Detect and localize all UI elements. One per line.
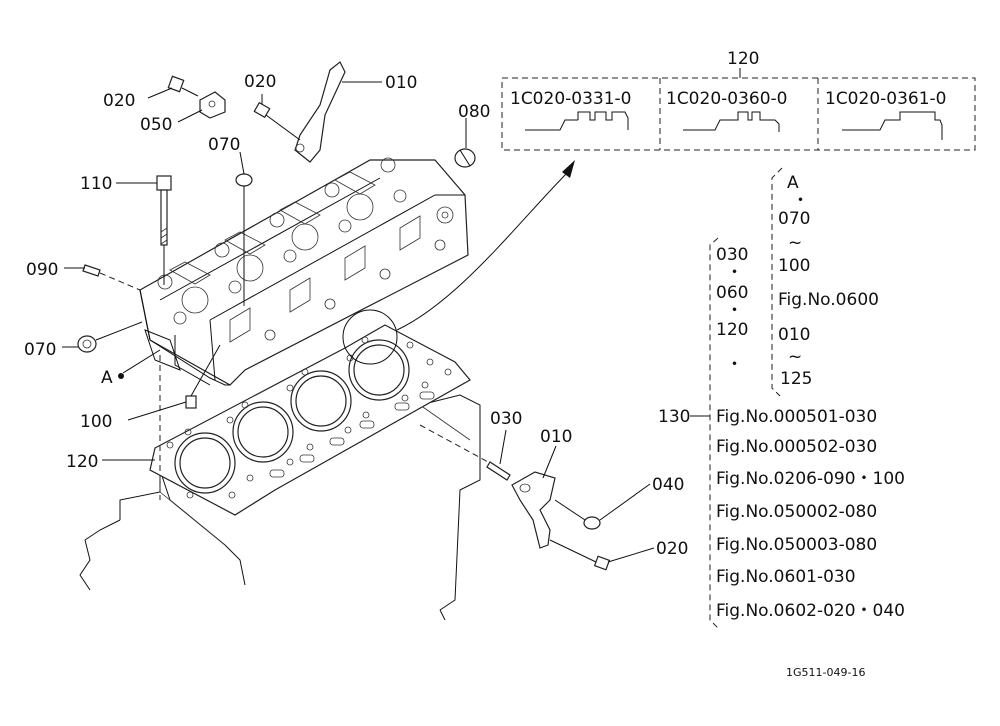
nut-070-left (77, 321, 143, 353)
bracket-a-item-5: 010 (778, 325, 810, 345)
fig-ref-5: Fig.No.0601-030 (716, 567, 856, 587)
fig-ref-1: Fig.No.000502-030 (716, 437, 877, 457)
detail-callout (342, 160, 575, 365)
label-070-top: 070 (208, 135, 240, 155)
fig-ref-3: Fig.No.050002-080 (716, 502, 877, 522)
label-030: 030 (490, 409, 522, 429)
leader-lines (62, 81, 710, 563)
label-010-top: 010 (385, 73, 417, 93)
label-040: 040 (652, 475, 684, 495)
bolt-020-mid (253, 101, 301, 141)
label-050: 050 (140, 115, 172, 135)
variant-code-1: 1C020-0331-0 (510, 89, 631, 109)
bracket-a-item-7: 125 (780, 369, 812, 389)
label-080: 080 (458, 102, 490, 122)
svg-text:・: ・ (726, 263, 743, 283)
bracket-a-item-1: 070 (778, 209, 810, 229)
nut-040 (554, 499, 601, 530)
stud-090 (82, 264, 141, 291)
lifting-bracket-bottom (511, 471, 556, 549)
bolt-020-bottom (549, 539, 611, 571)
svg-text:・: ・ (792, 191, 809, 211)
bracket-a-item-0: A (787, 173, 799, 193)
bracket-a-item-6: ~ (788, 347, 802, 367)
bracket-b-item-2: 120 (716, 320, 748, 340)
svg-text:・: ・ (726, 301, 743, 321)
bracket-a-item-3: 100 (778, 256, 810, 276)
head-bolt-110 (156, 175, 172, 285)
bracket-a-item-4: Fig.No.0600 (778, 290, 879, 310)
label-020-left: 020 (103, 91, 135, 111)
stud-030 (419, 424, 511, 481)
bracket-b-item-0: 030 (716, 245, 748, 265)
label-010-bottom: 010 (540, 427, 572, 447)
label-a: A (101, 368, 113, 388)
clamp-050 (199, 91, 226, 119)
fig-ref-4: Fig.No.050003-080 (716, 535, 877, 555)
head-gasket (149, 324, 471, 516)
lifting-bracket-top (294, 61, 346, 163)
variant-code-2: 1C020-0360-0 (666, 89, 787, 109)
label-120-left: 120 (66, 452, 98, 472)
gasket-variant-table (501, 68, 976, 151)
label-110: 110 (80, 174, 112, 194)
variant-code-3: 1C020-0361-0 (825, 89, 946, 109)
bracket-b-line (709, 237, 719, 629)
label-070-left: 070 (24, 340, 56, 360)
drawing-number: 1G511-049-16 (786, 666, 865, 679)
bolt-020-left (167, 75, 199, 97)
label-130: 130 (658, 407, 690, 427)
bracket-b-item-1: 060 (716, 283, 748, 303)
bracket-a-item-2: ~ (788, 233, 802, 253)
bracket-a-line (771, 167, 783, 397)
label-100: 100 (80, 412, 112, 432)
fig-ref-6: Fig.No.0602-020・040 (716, 601, 905, 621)
label-020-mid: 020 (244, 72, 276, 92)
label-090: 090 (26, 260, 58, 280)
engine-block (79, 394, 481, 621)
plug-080 (454, 148, 476, 168)
label-120-variants: 120 (727, 49, 759, 69)
cylinder-head (139, 157, 469, 386)
label-020-bottom: 020 (656, 539, 688, 559)
svg-text:・: ・ (726, 355, 743, 375)
fig-ref-2: Fig.No.0206-090・100 (716, 469, 905, 489)
fig-ref-0: Fig.No.000501-030 (716, 407, 877, 427)
